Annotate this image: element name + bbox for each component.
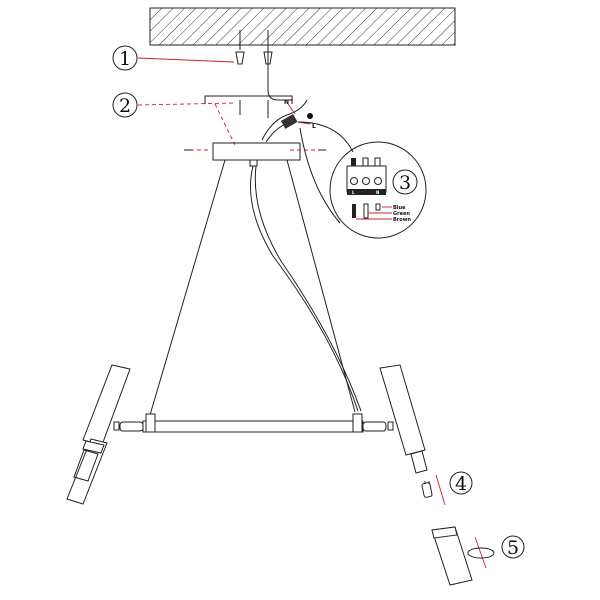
- step-1-number: 1: [119, 48, 131, 70]
- step-5-shade: 5: [431, 526, 525, 586]
- anchor-bolt-icon: [235, 30, 245, 65]
- wire-color-green: Green: [393, 211, 410, 217]
- wire-label-n: N: [284, 99, 289, 106]
- canopy: [184, 142, 326, 167]
- ceiling: [149, 7, 456, 46]
- step-3-terminal-detail: 3 L N Blue Green Brown: [297, 121, 427, 239]
- insert-arrow: [435, 474, 446, 506]
- step-2-bracket: 2: [112, 30, 293, 146]
- step-3-number: 3: [399, 172, 411, 194]
- step-1-anchors: 1: [112, 30, 273, 71]
- step-4-bulb: 4: [421, 471, 473, 506]
- rotate-arrow-icon: [467, 547, 495, 559]
- left-lamp-head: [66, 364, 131, 505]
- step-5-number: 5: [507, 537, 519, 559]
- step-4-number: 4: [455, 473, 467, 495]
- wire-connector: N L: [261, 99, 316, 143]
- terminal-label-l: L: [352, 190, 355, 195]
- insert-arrow: [474, 536, 487, 569]
- bulb-icon: [421, 481, 433, 498]
- suspension-cables: [149, 159, 362, 416]
- step-2-number: 2: [119, 95, 131, 117]
- terminal-label-n: N: [376, 190, 379, 195]
- wire-color-brown: Brown: [393, 217, 411, 223]
- wire-label-l: L: [312, 123, 316, 130]
- wire-color-blue: Blue: [393, 205, 406, 211]
- right-lamp-head: [379, 364, 428, 474]
- light-bar: [113, 413, 394, 433]
